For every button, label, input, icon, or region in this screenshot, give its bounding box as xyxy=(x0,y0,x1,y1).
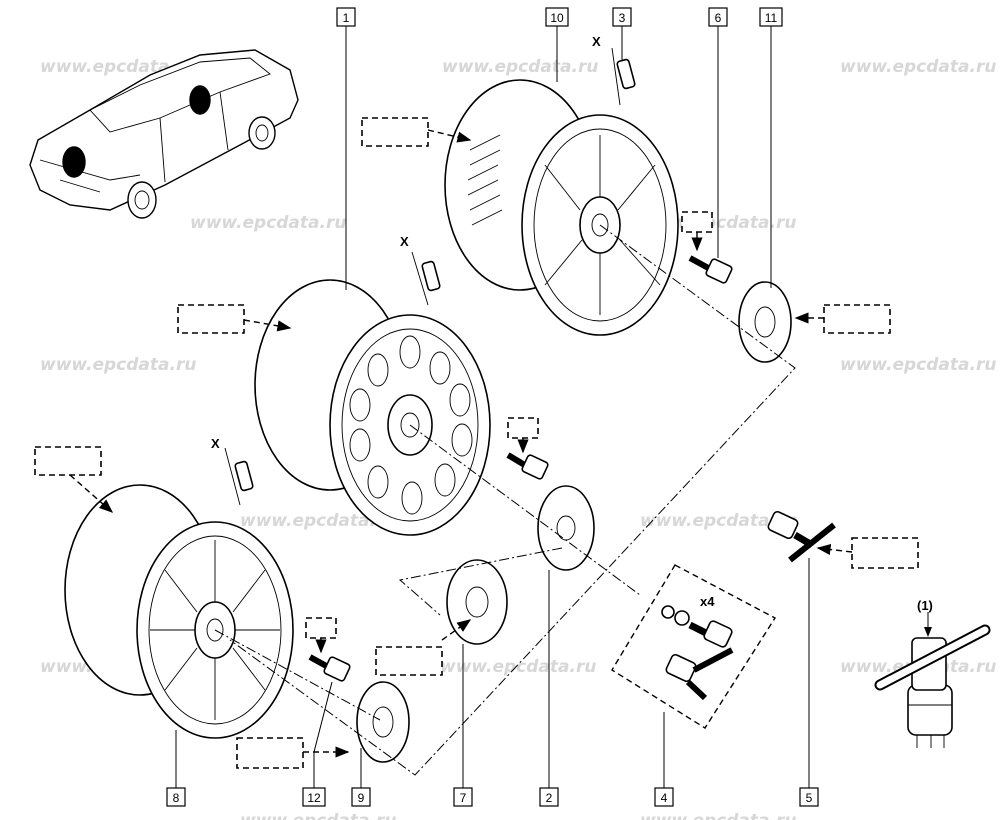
watermark: www.epcdata.ru xyxy=(640,811,796,820)
watermark: www.epcdata.ru xyxy=(40,355,196,375)
leader-lines xyxy=(175,26,810,788)
anti-theft-kit-4: x4 xyxy=(611,564,776,729)
callout-2: 2 xyxy=(539,787,559,807)
reference-box-6 xyxy=(681,211,713,252)
quantity-mark: x4 xyxy=(700,594,715,609)
valve-low xyxy=(224,447,254,506)
callout-number: 9 xyxy=(358,791,365,805)
callout-6: 6 xyxy=(708,7,728,27)
callout-1: 1 xyxy=(336,7,356,27)
x-mark: X xyxy=(592,34,601,49)
reference-box-5 xyxy=(816,537,919,569)
callout-number: 1 xyxy=(343,11,350,25)
watermark: www.epcdata.ru xyxy=(240,811,396,820)
reference-box-mid-bolt xyxy=(507,417,539,454)
hub-cap-11 xyxy=(738,281,792,363)
callout-7: 7 xyxy=(453,787,473,807)
callout-number: 8 xyxy=(173,791,180,805)
callout-number: 7 xyxy=(460,791,467,805)
reference-box-w8 xyxy=(34,446,114,513)
callout-number: 12 xyxy=(307,791,321,805)
reference-box-7 xyxy=(375,619,472,676)
watermark: www.epcdata.ru xyxy=(440,657,596,677)
x-mark: X xyxy=(211,436,220,451)
reference-box-w10 xyxy=(361,117,472,147)
wheel-10 xyxy=(444,79,679,336)
callout-number: 3 xyxy=(619,11,626,25)
center-cap-2 xyxy=(537,485,595,571)
callout-number: 5 xyxy=(806,791,813,805)
center-cap-7 xyxy=(446,559,508,645)
watermark-layer: www.epcdata.ru www.epcdata.ru www.epcdat… xyxy=(40,57,996,820)
callout-number: 4 xyxy=(661,791,668,805)
assembly-lines xyxy=(214,224,796,776)
locking-key-detail: (1) xyxy=(874,598,991,748)
x-mark: X xyxy=(400,234,409,249)
wheel-bolt-mid xyxy=(506,452,549,480)
car-illustration xyxy=(29,49,299,219)
wheel-bolt-12 xyxy=(308,654,351,682)
reference-box-11 xyxy=(794,304,891,334)
valve-mid xyxy=(411,251,441,306)
callout-number: 10 xyxy=(550,11,564,25)
hub-cap-9 xyxy=(356,681,410,763)
callout-8: 8 xyxy=(166,787,186,807)
callout-number: 2 xyxy=(546,791,553,805)
wheel-bolt-6 xyxy=(688,255,733,284)
watermark: www.epcdata.ru xyxy=(840,57,996,77)
watermark: www.epcdata.ru xyxy=(190,213,346,233)
valve-3 xyxy=(611,47,636,106)
watermark: www.epcdata.ru xyxy=(640,511,796,531)
callout-10: 10 xyxy=(545,7,569,27)
locking-key-5 xyxy=(767,510,836,563)
watermark: www.epcdata.ru xyxy=(442,57,598,77)
callout-5: 5 xyxy=(799,787,819,807)
callout-number: 6 xyxy=(715,11,722,25)
reference-box-9 xyxy=(236,737,350,769)
wheel-1 xyxy=(254,279,491,536)
callout-12: 12 xyxy=(302,787,326,807)
watermark: www.epcdata.ru xyxy=(240,511,396,531)
callout-3: 3 xyxy=(612,7,632,27)
note-mark: (1) xyxy=(917,598,933,613)
callout-11: 11 xyxy=(759,7,783,27)
watermark: www.epcdata.ru xyxy=(840,355,996,375)
reference-box-w1 xyxy=(177,304,292,334)
reference-box-12 xyxy=(305,617,337,654)
callout-number: 11 xyxy=(765,11,778,25)
callout-9: 9 xyxy=(351,787,371,807)
callout-4: 4 xyxy=(654,787,674,807)
